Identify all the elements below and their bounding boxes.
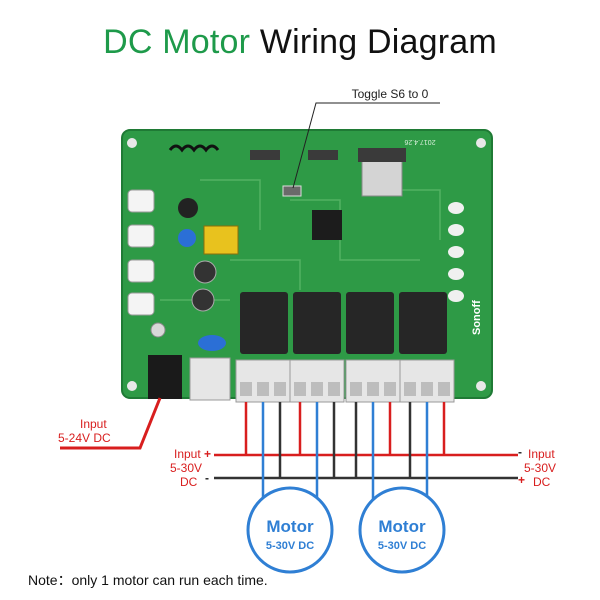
title-dc-motor: DC Motor [103,23,251,61]
dc-jack [148,355,182,399]
left-input-dc: DC [180,475,198,489]
power-input-voltage: 5-24V DC [58,431,111,445]
capacitor [178,198,198,218]
right-input-minus: - [518,445,522,459]
electrolytic-cap [191,288,215,312]
footer-note: Note：only 1 motor can run each time. [28,572,268,588]
blue-capacitor [198,335,226,351]
antenna-coil [168,144,220,153]
brand-logo: Sonoff [471,300,483,335]
mount-hole [127,138,137,148]
toggle-leader: Toggle S6 to 0 [292,87,440,189]
dip-switch [250,150,280,160]
side-buttons [127,189,155,316]
right-input-dc: DC [533,475,551,489]
wifi-module [361,159,403,197]
right-input-label: Input [528,447,555,461]
mcu-chip [312,210,342,240]
page-title: DC Motor Wiring Diagram [0,22,600,62]
electrolytic-cap [193,260,217,284]
motor-2-name: Motor [378,517,426,536]
motor-1-voltage: 5-30V DC [266,540,314,552]
wifi-antenna [358,148,406,162]
motor-2: Motor 5-30V DC [358,486,446,574]
left-input-minus: - [205,471,209,485]
power-input-wire [60,397,162,450]
relays [240,292,447,354]
left-input-label: Input [174,447,201,461]
relay-terminals [235,359,455,403]
power-input-label: Input [80,417,107,431]
transformer [203,225,239,255]
dip-switch [308,150,338,160]
pcb-board: 2017.4.26 Sonoff [121,129,493,403]
buzzer [150,322,166,338]
left-input-plus: + [204,447,212,461]
right-input-plus: + [518,473,526,487]
mount-hole [127,381,137,391]
power-terminal [189,357,231,401]
motor-2-voltage: 5-30V DC [378,540,426,552]
blue-capacitor [178,229,196,247]
motor-1: Motor 5-30V DC [246,486,334,574]
title-wiring-diagram: Wiring Diagram [259,23,497,61]
motor-1-name: Motor [266,517,314,536]
supply-rails [214,453,518,480]
toggle-label: Toggle S6 to 0 [352,87,429,101]
mount-hole [476,138,486,148]
silk-date: 2017.4.26 [404,138,435,145]
mount-hole [476,381,486,391]
s6-switch[interactable] [282,185,302,197]
status-leds [448,202,464,302]
right-input-voltage: 5-30V [524,461,557,475]
left-input-voltage: 5-30V [170,461,203,475]
